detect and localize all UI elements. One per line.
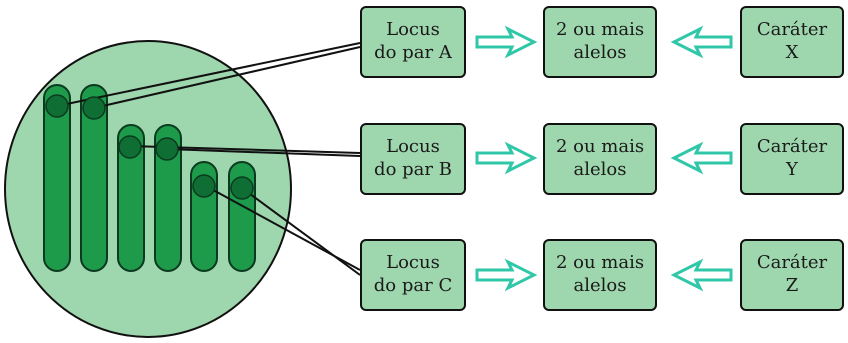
cell-nucleus (4, 40, 292, 338)
arrow-a1 (475, 25, 538, 59)
chromosome-a2 (80, 84, 108, 272)
locus-b2 (155, 137, 179, 161)
alleles-box-c-line2: alelos (574, 275, 627, 296)
trait-box-c-line1: Caráter (757, 252, 828, 273)
chromosome-a1 (43, 84, 71, 272)
trait-box-c (740, 239, 844, 311)
locus-box-b (360, 123, 466, 195)
row-a: Locus do par A 2 ou mais alelos Caráter … (360, 6, 844, 78)
alleles-box-c-line1: 2 ou mais (556, 252, 644, 273)
trait-box-b-line1: Caráter (757, 136, 828, 157)
alleles-box-c (543, 239, 657, 311)
trait-box-a-line2: X (786, 42, 799, 63)
locus-c1 (192, 174, 216, 198)
locus-a2 (82, 96, 106, 120)
arrow-c1 (475, 258, 538, 292)
arrow-b1 (475, 141, 538, 175)
alleles-box-a (543, 6, 657, 78)
locus-b1 (118, 135, 142, 159)
link-a2 (93, 46, 361, 109)
locus-box-b-line2: do par B (374, 159, 452, 180)
link-b2 (166, 148, 361, 157)
alleles-box-b-line1: 2 ou mais (556, 136, 644, 157)
locus-box-b-line1: Locus (386, 136, 440, 157)
trait-box-b-line2: Y (785, 159, 799, 180)
alleles-box-b (543, 123, 657, 195)
locus-box-a-line1: Locus (386, 19, 440, 40)
trait-box-c-line2: Z (786, 275, 799, 296)
link-c2 (241, 187, 361, 276)
alleles-box-b-line2: alelos (574, 159, 627, 180)
row-b: Locus do par B 2 ou mais alelos Caráter … (360, 123, 844, 195)
chromosome-b1 (117, 124, 145, 272)
trait-box-a (740, 6, 844, 78)
arrow-c2 (670, 258, 733, 292)
trait-box-b (740, 123, 844, 195)
arrow-a2 (670, 25, 733, 59)
row-c: Locus do par C 2 ou mais alelos Caráter … (360, 239, 844, 311)
alleles-box-a-line1: 2 ou mais (556, 19, 644, 40)
locus-box-c (360, 239, 466, 311)
trait-box-a-line1: Caráter (757, 19, 828, 40)
locus-box-c-line1: Locus (386, 252, 440, 273)
locus-c2 (230, 176, 254, 200)
link-a1 (56, 42, 361, 107)
locus-box-a (360, 6, 466, 78)
arrow-b2 (670, 141, 733, 175)
chromosome-b2 (154, 124, 182, 272)
locus-a1 (45, 94, 69, 118)
locus-box-a-line2: do par A (374, 42, 453, 63)
alleles-box-a-line2: alelos (574, 42, 627, 63)
locus-box-c-line2: do par C (374, 275, 452, 296)
